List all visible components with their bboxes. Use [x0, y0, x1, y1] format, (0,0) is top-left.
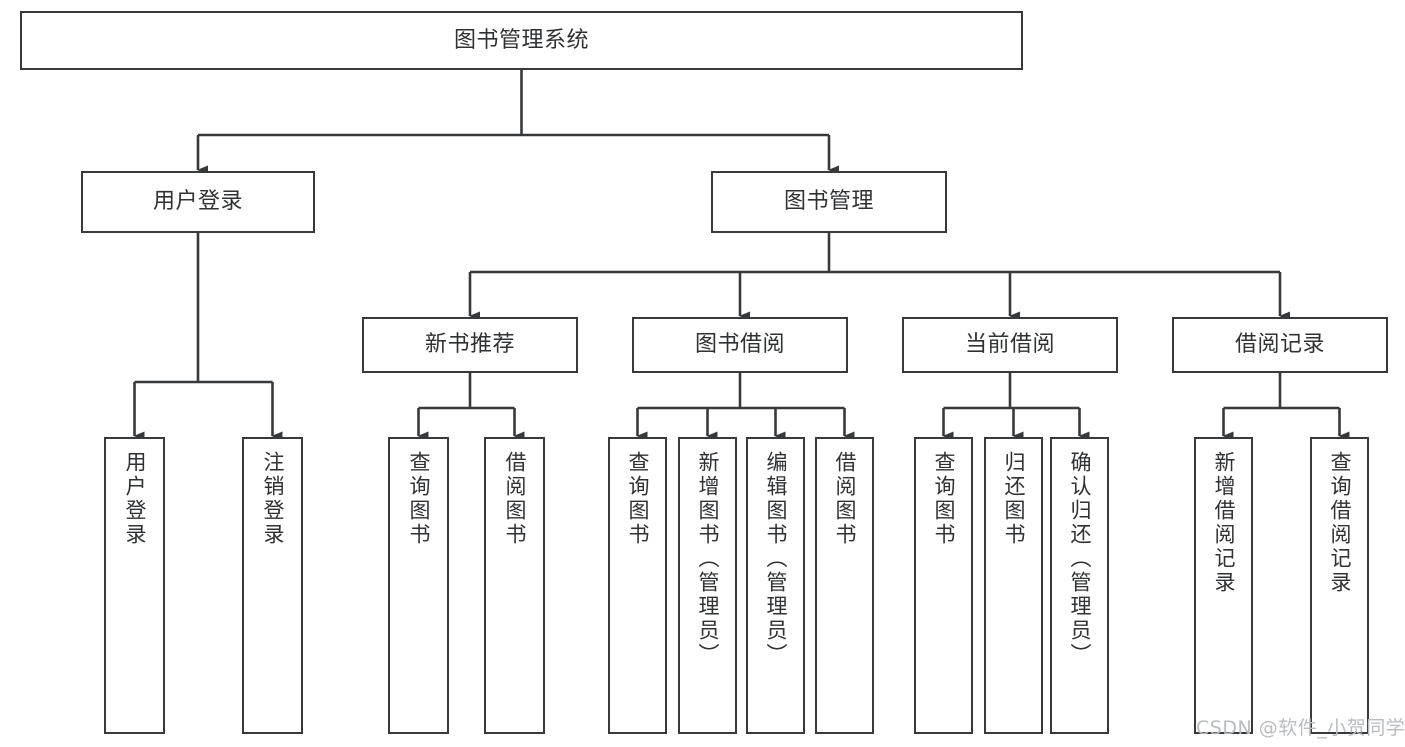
node-label-records: 借阅记录 [1234, 332, 1325, 358]
node-label-leaf-re-add: 新增借阅记录 [1212, 451, 1236, 595]
node-label-leaf-bo-edit: 编辑图书（管理员） [764, 451, 788, 667]
node-label-leaf-bo-add: 新增图书（管理员） [696, 451, 720, 667]
node-leaf-user-logout[interactable]: 注销登录 [242, 437, 303, 734]
node-leaf-bo-query[interactable]: 查询图书 [608, 437, 667, 734]
node-leaf-bo-edit[interactable]: 编辑图书（管理员） [746, 437, 805, 734]
node-label-root: 图书管理系统 [453, 27, 589, 53]
node-root[interactable]: 图书管理系统 [20, 11, 1023, 70]
node-label-leaf-user-logout: 注销登录 [261, 451, 285, 547]
node-label-leaf-nb-query: 查询图书 [407, 451, 431, 547]
node-label-borrow: 图书借阅 [694, 332, 785, 358]
node-bookmgmt[interactable]: 图书管理 [711, 171, 947, 233]
node-leaf-cu-confirm[interactable]: 确认归还（管理员） [1050, 437, 1109, 734]
node-label-leaf-user-login: 用户登录 [123, 451, 147, 547]
node-label-leaf-cu-query: 查询图书 [932, 451, 956, 547]
node-label-leaf-re-query: 查询借阅记录 [1328, 451, 1352, 595]
node-borrow[interactable]: 图书借阅 [632, 317, 848, 373]
node-leaf-bo-add[interactable]: 新增图书（管理员） [678, 437, 737, 734]
node-leaf-nb-borrow[interactable]: 借阅图书 [484, 437, 545, 734]
node-newbook[interactable]: 新书推荐 [362, 317, 578, 373]
node-leaf-nb-query[interactable]: 查询图书 [388, 437, 449, 734]
node-label-login: 用户登录 [152, 189, 243, 215]
node-leaf-cu-return[interactable]: 归还图书 [984, 437, 1043, 734]
node-label-leaf-nb-borrow: 借阅图书 [503, 451, 527, 547]
node-label-newbook: 新书推荐 [424, 332, 515, 358]
node-leaf-bo-borrow[interactable]: 借阅图书 [815, 437, 874, 734]
node-leaf-re-add[interactable]: 新增借阅记录 [1194, 437, 1253, 734]
node-label-leaf-bo-borrow: 借阅图书 [833, 451, 857, 547]
node-label-current: 当前借阅 [964, 332, 1055, 358]
node-leaf-cu-query[interactable]: 查询图书 [914, 437, 973, 734]
node-records[interactable]: 借阅记录 [1172, 317, 1388, 373]
node-leaf-re-query[interactable]: 查询借阅记录 [1310, 437, 1369, 734]
node-leaf-user-login[interactable]: 用户登录 [104, 437, 165, 734]
node-login[interactable]: 用户登录 [81, 171, 315, 233]
node-current[interactable]: 当前借阅 [902, 317, 1118, 373]
node-label-leaf-cu-confirm: 确认归还（管理员） [1068, 451, 1092, 667]
node-label-leaf-bo-query: 查询图书 [626, 451, 650, 547]
node-label-bookmgmt: 图书管理 [783, 189, 874, 215]
csdn-watermark: CSDN @软件_小贺同学 [1196, 717, 1405, 739]
node-label-leaf-cu-return: 归还图书 [1002, 451, 1026, 547]
